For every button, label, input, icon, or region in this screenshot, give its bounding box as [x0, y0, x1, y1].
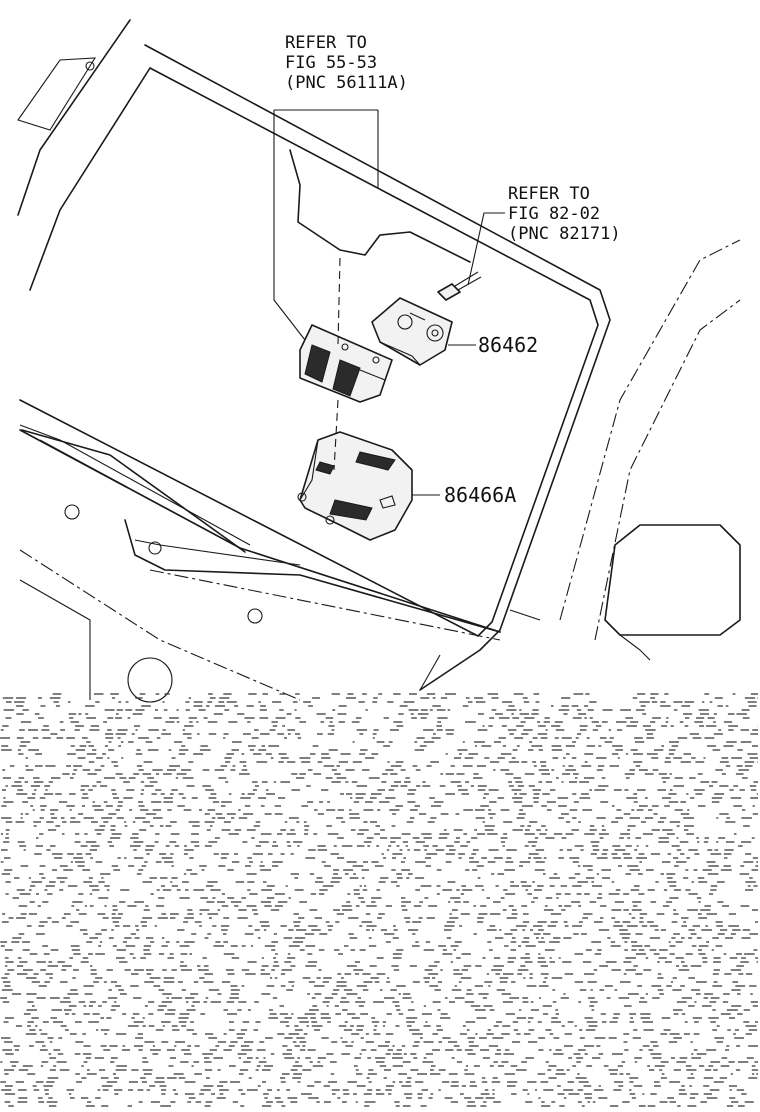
- wiring-ref-line2: FIG 82-02: [508, 204, 600, 224]
- callout-headlining-reference: REFER TO FIG 55-53 (PNC 56111A): [285, 33, 408, 93]
- headlining-ref-line1: REFER TO: [285, 33, 367, 53]
- scan-noise-region: [0, 693, 758, 1107]
- headlining-ref-line3: (PNC 56111A): [285, 73, 408, 93]
- part-number-lamp-cover: 86466A: [444, 483, 516, 507]
- headlining-ref-line2: FIG 55-53: [285, 53, 377, 73]
- vehicle-body-outline: [17, 19, 741, 703]
- wiring-ref-line3: (PNC 82171): [508, 224, 621, 244]
- lamp-housing-86462: [299, 271, 482, 403]
- callout-wiring-reference: REFER TO FIG 82-02 (PNC 82171): [508, 184, 621, 244]
- leader-lines: [273, 109, 505, 496]
- lamp-cover-86466A: [297, 431, 413, 541]
- wiring-ref-line1: REFER TO: [508, 184, 590, 204]
- part-number-lamp-housing: 86462: [478, 333, 538, 357]
